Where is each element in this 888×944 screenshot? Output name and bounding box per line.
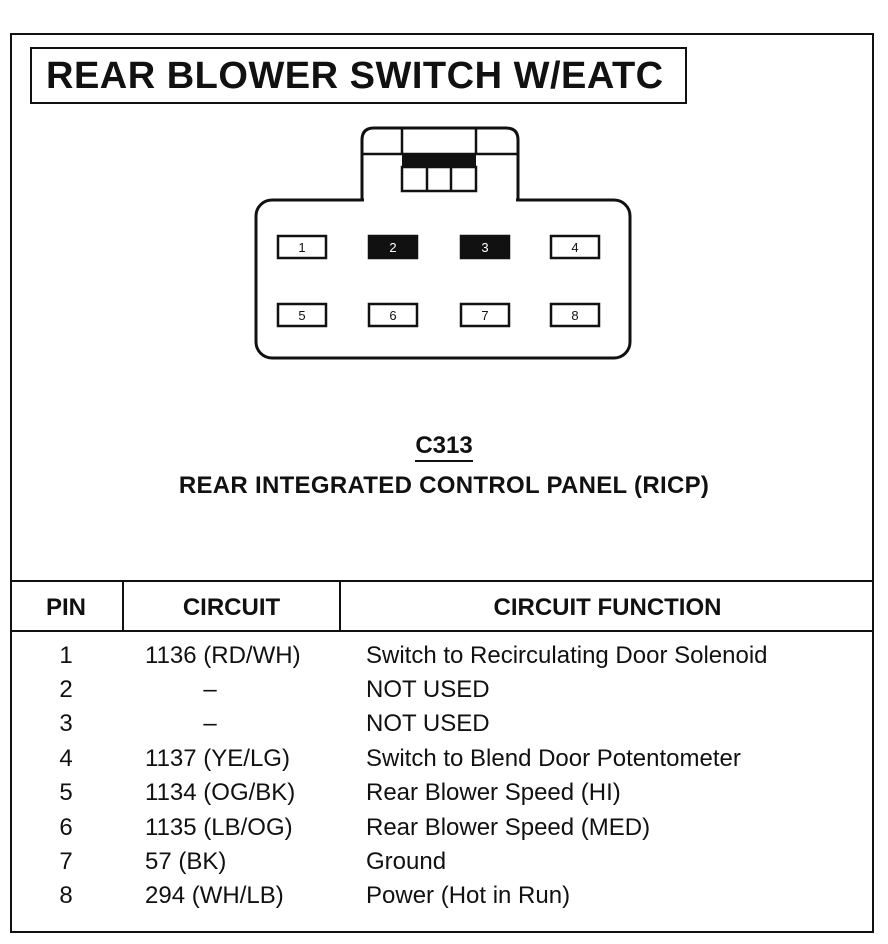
- pin-cavity-6: [367, 302, 419, 328]
- function-cell: Ground: [366, 848, 447, 875]
- table-col-divider: [122, 580, 124, 632]
- header-pin: PIN: [45, 594, 86, 621]
- table-row: 8 294 (WH/LB) Power (Hot in Run): [10, 882, 874, 916]
- pin-cell: 3: [59, 710, 73, 737]
- pin-cell: 8: [59, 882, 73, 909]
- pin-table: PIN CIRCUIT CIRCUIT FUNCTION 1 1136 (RD/…: [10, 580, 874, 933]
- table-row: 6 1135 (LB/OG) Rear Blower Speed (MED): [10, 814, 874, 848]
- pin-cell: 7: [59, 848, 73, 875]
- connector-name: REAR INTEGRATED CONTROL PANEL (RICP): [178, 472, 710, 499]
- circuit-cell: 1135 (LB/OG): [145, 814, 293, 841]
- pin-cavity-5: [276, 302, 328, 328]
- circuit-cell: –: [203, 676, 217, 703]
- pin-number-label: 7: [481, 308, 488, 323]
- table-header-rule: [10, 630, 874, 632]
- function-cell: Switch to Blend Door Potentometer: [366, 745, 741, 772]
- pin-cavity-1: [276, 234, 328, 260]
- table-row: 1 1136 (RD/WH) Switch to Recirculating D…: [10, 642, 874, 676]
- table-col-divider: [339, 580, 341, 632]
- function-cell: Rear Blower Speed (HI): [366, 779, 621, 806]
- connector-body: [254, 198, 632, 360]
- function-cell: NOT USED: [366, 676, 490, 703]
- title-box: REAR BLOWER SWITCH W/EATC: [30, 47, 687, 104]
- table-row: 4 1137 (YE/LG) Switch to Blend Door Pote…: [10, 745, 874, 779]
- pin-number-label: 5: [298, 308, 305, 323]
- circuit-cell: 57 (BK): [145, 848, 227, 875]
- circuit-cell: –: [203, 710, 217, 737]
- table-row: 3 – NOT USED: [10, 710, 874, 744]
- pin-number-label: 2: [389, 240, 396, 255]
- latch-lock: [402, 154, 476, 167]
- header-circuit: CIRCUIT: [182, 594, 281, 621]
- pin-cell: 1: [59, 642, 73, 669]
- connector-face-diagram: 1 2 3 4 5 6 7 8: [254, 126, 632, 360]
- function-cell: Switch to Recirculating Door Solenoid: [366, 642, 768, 669]
- pin-number-label: 8: [571, 308, 578, 323]
- pin-cell: 6: [59, 814, 73, 841]
- function-cell: Power (Hot in Run): [366, 882, 571, 909]
- function-cell: NOT USED: [366, 710, 490, 737]
- pin-cavity-8: [549, 302, 601, 328]
- circuit-cell: 1137 (YE/LG): [145, 745, 290, 772]
- diagram-frame: [10, 33, 874, 933]
- circuit-cell: 1136 (RD/WH): [145, 642, 301, 669]
- function-cell: Rear Blower Speed (MED): [366, 814, 651, 841]
- table-row: 5 1134 (OG/BK) Rear Blower Speed (HI): [10, 779, 874, 813]
- table-row: 7 57 (BK) Ground: [10, 848, 874, 882]
- connector-id: C313: [0, 432, 888, 462]
- circuit-cell: 294 (WH/LB): [145, 882, 284, 909]
- table-top-rule: [10, 580, 874, 582]
- header-circuit-function: CIRCUIT FUNCTION: [493, 594, 722, 621]
- pin-cell: 2: [59, 676, 73, 703]
- table-row: 2 – NOT USED: [10, 676, 874, 710]
- pin-cell: 4: [59, 745, 73, 772]
- pin-number-label: 4: [571, 240, 578, 255]
- pin-number-label: 3: [481, 240, 488, 255]
- circuit-cell: 1134 (OG/BK): [145, 779, 296, 806]
- pin-cavity-4: [549, 234, 601, 260]
- pin-number-label: 1: [298, 240, 305, 255]
- pin-cell: 5: [59, 779, 73, 806]
- pin-cavity-7: [459, 302, 511, 328]
- pin-number-label: 6: [389, 308, 396, 323]
- pin-cavity-2: [367, 234, 419, 260]
- diagram-title: REAR BLOWER SWITCH W/EATC: [46, 55, 664, 97]
- pin-cavity-3: [459, 234, 511, 260]
